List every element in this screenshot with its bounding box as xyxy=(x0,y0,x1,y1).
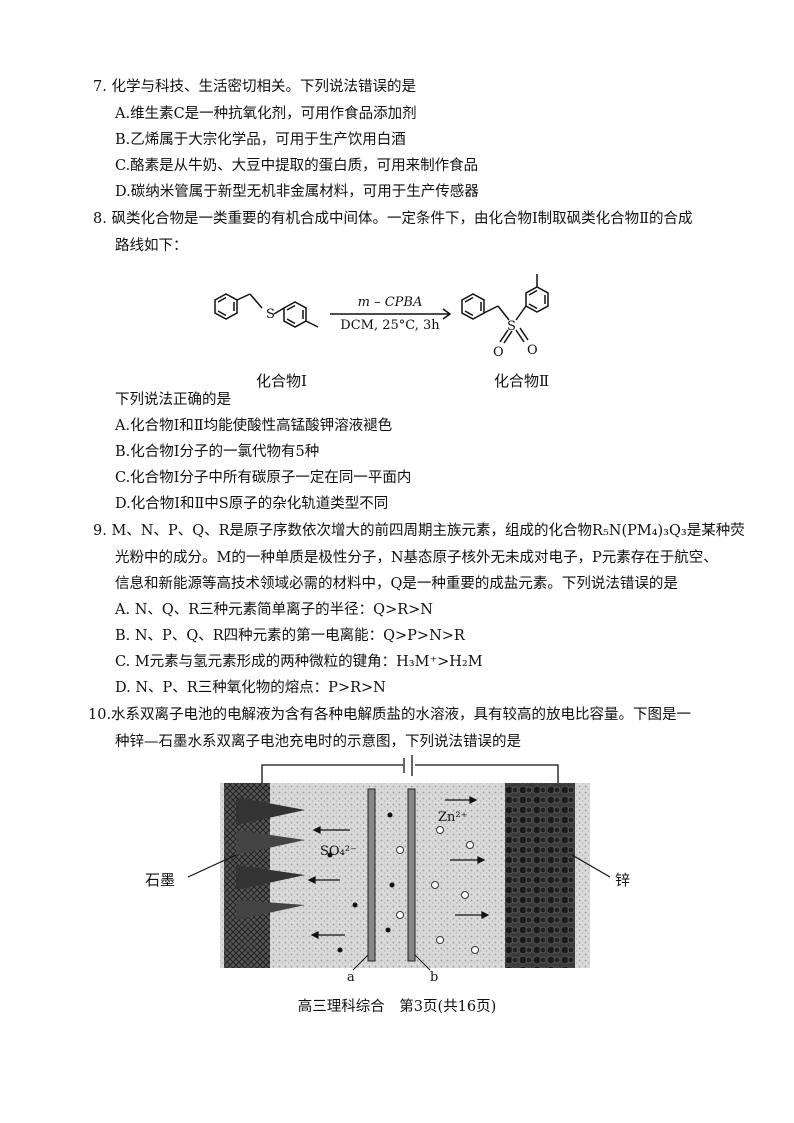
q8-option-c: C.化合物Ⅰ分子中所有碳原子一定在同一平面内 xyxy=(115,470,412,486)
q9-option-c: C. M元素与氢元素形成的两种微粒的键角：H₃M⁺>H₂M xyxy=(115,654,483,670)
q7-option-d: D.碳纳米管属于新型无机非金属材料，可用于生产传感器 xyxy=(115,184,479,200)
q8-option-d: D.化合物Ⅰ和Ⅱ中S原子的杂化轨道类型不同 xyxy=(115,496,389,512)
q8-option-b: B.化合物Ⅰ分子的一氯代物有5种 xyxy=(115,444,320,460)
q8-prompt: 下列说法正确的是 xyxy=(115,392,231,408)
q7-option-a: A.维生素C是一种抗氧化剂，可用作食品添加剂 xyxy=(115,106,417,122)
q9-stem-line3: 信息和新能源等高技术领域必需的材料中，Q是一种重要的成盐元素。下列说法错误的是 xyxy=(115,576,678,592)
sulfate-ion-label: SO₄²⁻ xyxy=(320,844,357,859)
reaction-scheme: S S O O m – CPBA DCM, 25°C, 3h xyxy=(214,274,549,360)
zinc-label: 锌 xyxy=(615,871,630,889)
q9-stem-line2: 光粉中的成分。M的一种单质是极性分子，N基态原子核外无未成对电子，P元素存在于航… xyxy=(115,550,718,566)
battery-diagram: 石墨 锌 SO₄²⁻ Zn²⁺ a b xyxy=(145,755,630,985)
reagent-bottom: DCM, 25°C, 3h xyxy=(340,318,440,333)
atom-s-1: S xyxy=(266,307,275,322)
q9-option-d: D. N、P、R三种氧化物的熔点：P>R>N xyxy=(115,680,386,696)
q7-option-b: B.乙烯属于大宗化学品，可用于生产饮用白酒 xyxy=(115,132,406,148)
atom-s-2: S xyxy=(507,319,516,334)
q9-option-a: A. N、Q、R三种元素简单离子的半径：Q>R>N xyxy=(115,602,433,618)
reagent-top: m – CPBA xyxy=(358,295,423,310)
membrane-a-label: a xyxy=(347,970,355,985)
q7-option-c: C.酪素是从牛奶、大豆中提取的蛋白质，可用来制作食品 xyxy=(115,158,479,174)
q9-stem-line1: 9. M、N、P、Q、R是原子序数依次增大的前四周期主族元素，组成的化合物R₅N… xyxy=(93,523,745,539)
q10-stem-line2: 种锌—石墨水系双离子电池充电时的示意图，下列说法错误的是 xyxy=(115,734,521,750)
q10-stem-line1: 10.水系双离子电池的电解液为含有各种电解质盐的水溶液，具有较高的放电比容量。下… xyxy=(88,707,692,723)
q7-stem: 7. 化学与科技、生活密切相关。下列说法错误的是 xyxy=(93,79,416,95)
q8-stem-line2: 路线如下： xyxy=(115,238,188,254)
atom-o-1: O xyxy=(493,345,504,360)
q9-option-b: B. N、P、Q、R四种元素的第一电离能：Q>P>N>R xyxy=(115,628,465,644)
atom-o-2: O xyxy=(527,343,538,358)
q8-stem-line1: 8. 砜类化合物是一类重要的有机合成中间体。一定条件下，由化合物Ⅰ制取砜类化合物… xyxy=(93,211,693,227)
q8-option-a: A.化合物Ⅰ和Ⅱ均能使酸性高锰酸钾溶液褪色 xyxy=(115,418,393,434)
zinc-ion-label: Zn²⁺ xyxy=(438,810,467,825)
compound1-label: 化合物Ⅰ xyxy=(256,372,307,390)
membrane-b-label: b xyxy=(430,970,438,985)
compound2-label: 化合物Ⅱ xyxy=(494,372,550,390)
graphite-label: 石墨 xyxy=(145,871,175,889)
page-footer: 高三理科综合 第3页(共16页) xyxy=(297,999,497,1015)
